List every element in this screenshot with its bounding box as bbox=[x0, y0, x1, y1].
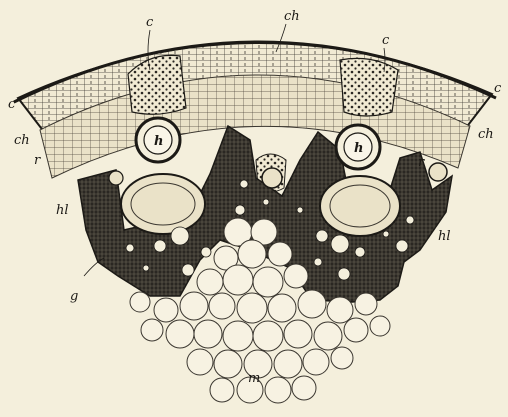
label-c-top: c bbox=[146, 15, 154, 30]
label-c-top-right: c bbox=[382, 33, 390, 48]
label-ch-left: ch bbox=[14, 133, 30, 148]
label-ch-right: ch bbox=[478, 127, 494, 142]
label-m: m bbox=[248, 371, 260, 386]
label-ch-top: ch bbox=[284, 9, 300, 24]
label-g: g bbox=[70, 289, 78, 304]
label-hl-right: hl bbox=[438, 229, 451, 244]
label-r-left: r bbox=[34, 153, 41, 168]
label-c-right: c bbox=[494, 81, 502, 96]
sclerenchyma-patch-right bbox=[340, 58, 398, 116]
label-c-left: c bbox=[8, 97, 16, 112]
label-hl-left: hl bbox=[56, 203, 69, 218]
label-r-right: r bbox=[418, 155, 425, 170]
label-h-right: h bbox=[354, 141, 363, 156]
label-h-left: h bbox=[154, 134, 163, 149]
